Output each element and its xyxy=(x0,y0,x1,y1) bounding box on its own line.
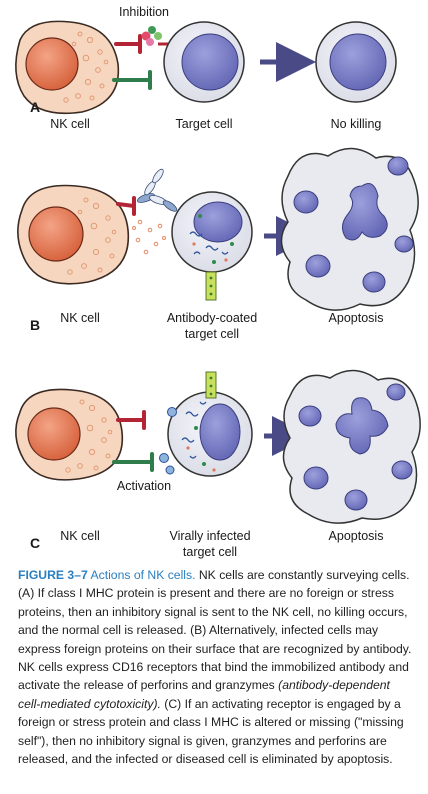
target-cell-label-a: Target cell xyxy=(176,117,233,131)
figure-number: FIGURE 3–7 xyxy=(18,568,88,582)
apoptotic-cell-b xyxy=(280,147,419,311)
activating-receptor-a xyxy=(112,70,152,90)
panel-c: Activation C NK cell Virally infected ta… xyxy=(15,369,421,559)
panel-letter-a: A xyxy=(30,99,40,115)
result-label-a: No killing xyxy=(331,117,382,131)
inhibition-label: Inhibition xyxy=(119,5,169,19)
nk-cell-diagram: Inhibition xyxy=(15,5,421,559)
caption-text-1: NK cells are constantly surveying cells.… xyxy=(18,568,412,693)
caption-text-2: (C) If an activating receptor is engaged… xyxy=(18,696,404,767)
nk-cell-a xyxy=(15,20,120,115)
antibody-coated-target-cell xyxy=(171,191,253,273)
inhibitory-receptor-c xyxy=(116,410,146,430)
nk-cell-b xyxy=(17,184,130,285)
viral-protein-c xyxy=(205,371,217,399)
target-label-b-line2: target cell xyxy=(185,327,239,341)
panel-letter-b: B xyxy=(30,317,40,333)
nk-cell-c xyxy=(15,388,124,481)
result-label-b: Apoptosis xyxy=(329,311,384,325)
target-label-b-line1: Antibody-coated xyxy=(167,311,257,325)
target-label-c-line1: Virally infected xyxy=(169,529,250,543)
antibody-b xyxy=(137,168,178,212)
apoptotic-cell-c xyxy=(282,369,421,524)
inhibitory-receptor-a xyxy=(114,34,142,54)
cd16-receptor-b xyxy=(116,196,136,216)
caption-text-italic: (antibody-dependent cell-mediated cytoto… xyxy=(18,678,390,711)
activation-label: Activation xyxy=(117,479,171,493)
figure-title: Actions of NK cells. xyxy=(90,568,196,582)
virally-infected-target-cell xyxy=(159,391,253,477)
nk-cell-label-c: NK cell xyxy=(60,529,100,543)
foreign-protein-b xyxy=(205,271,217,301)
panel-a: Inhibition xyxy=(15,5,397,131)
target-label-c-line2: target cell xyxy=(183,545,237,559)
result-label-c: Apoptosis xyxy=(329,529,384,543)
nk-cell-label-a: NK cell xyxy=(50,117,90,131)
target-cell-a xyxy=(163,21,245,103)
mhc-molecule-a xyxy=(141,26,172,46)
panel-b: B NK cell Antibody-coated target cell Ap… xyxy=(17,147,419,341)
nk-cell-label-b: NK cell xyxy=(60,311,100,325)
panel-letter-c: C xyxy=(30,535,40,551)
figure-caption: FIGURE 3–7 Actions of NK cells. NK cells… xyxy=(18,566,414,768)
activating-receptor-c xyxy=(112,452,154,472)
released-cell-a xyxy=(315,21,397,103)
granule-dots-b xyxy=(132,219,166,255)
